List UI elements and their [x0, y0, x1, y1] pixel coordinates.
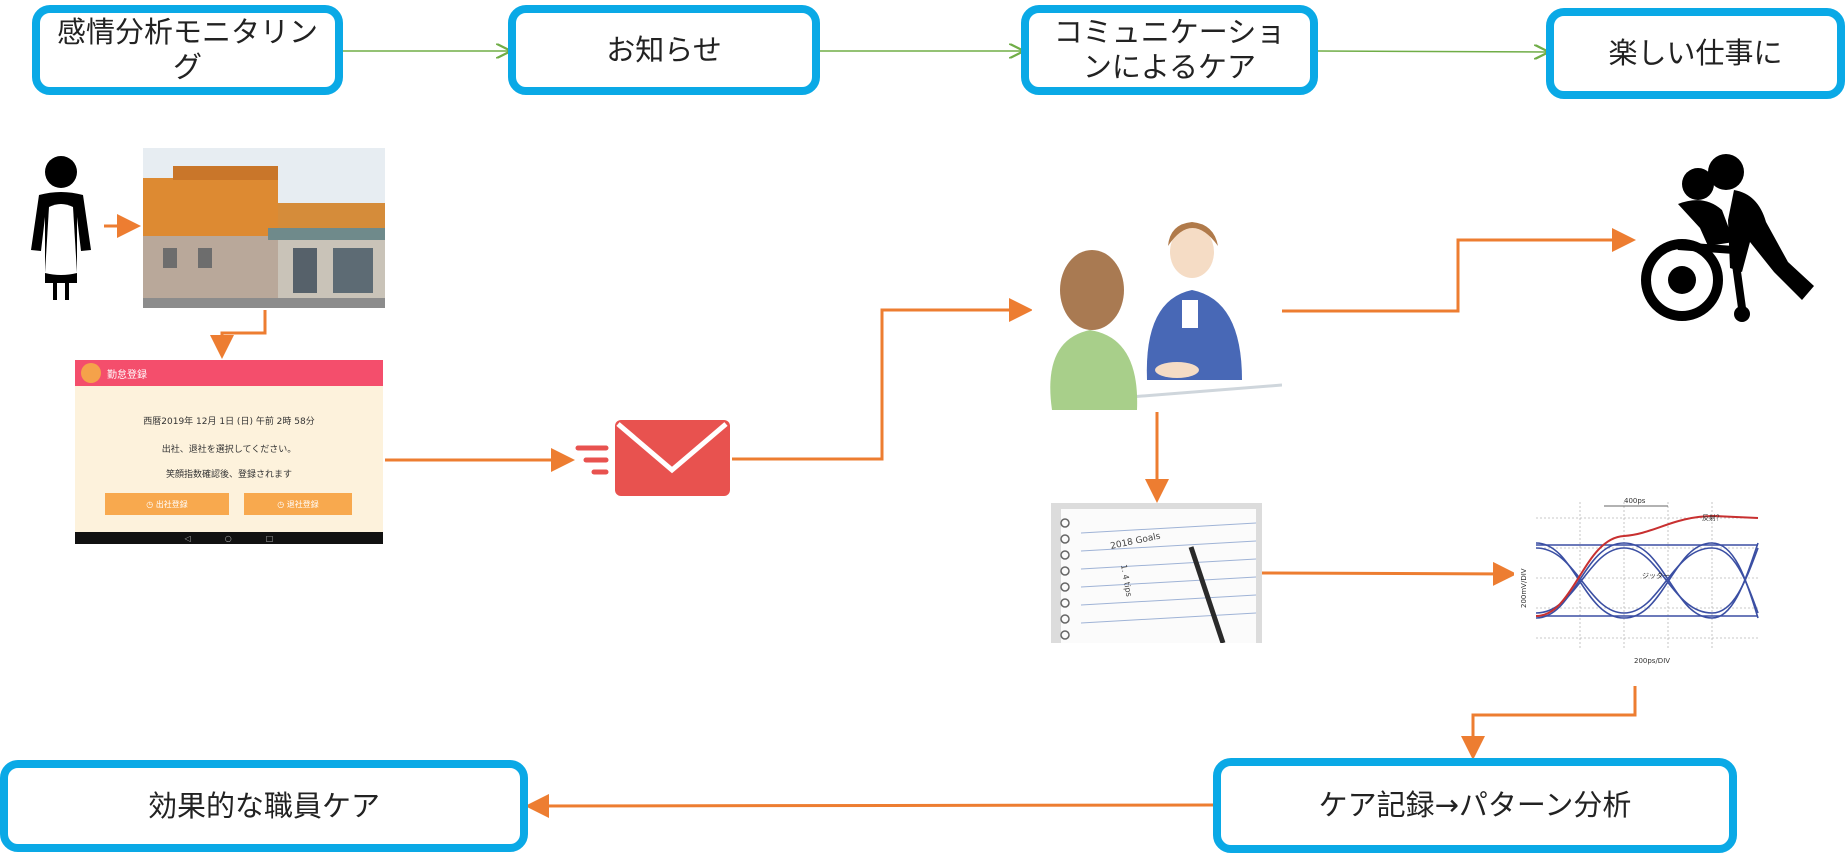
step-label: お知らせ	[606, 32, 722, 67]
arrow-counseling-to-wheelchair	[1280, 228, 1636, 313]
eye-x-label: 200ps/DIV	[1634, 657, 1670, 665]
phone-title-bar: 勤怠登録	[75, 360, 383, 386]
eye-y-label: 200mV/DIV	[1520, 568, 1528, 608]
phone-title: 勤怠登録	[107, 369, 147, 381]
clock-out-button[interactable]: ◷ 退社登録	[244, 493, 352, 515]
step-box-staff-care: 効果的な職員ケア	[0, 760, 528, 852]
step-box-communication-care: コミュニケーションによるケア	[1021, 5, 1318, 95]
step-label: 感情分析モニタリング	[56, 15, 318, 84]
eye-top-label: 400ps	[1624, 497, 1646, 505]
step-label: 楽しい仕事に	[1608, 36, 1783, 71]
home-nav-icon[interactable]: ○	[224, 533, 232, 543]
eye-diagram-chart: 400ps 反射？ ジッター 200ps/DIV 200mV/DIV	[1514, 488, 1766, 686]
counseling-illustration	[1032, 210, 1282, 410]
arrow-building-to-phone	[210, 310, 267, 359]
mail-icon	[575, 420, 730, 496]
arrow-chart-to-pattern	[1461, 685, 1637, 760]
step-box-emotion-monitoring: 感情分析モニタリング	[32, 5, 343, 95]
eye-reflection-label: 反射？	[1702, 513, 1723, 522]
notebook-photo: 2018 Goals 1. 4 tips	[1051, 503, 1262, 643]
clock-icon: ◷	[277, 499, 287, 509]
phone-note: 笑顔指数確認後、登録されます	[165, 470, 292, 480]
phone-nav-bar: ◁ ○ □	[75, 532, 383, 544]
step-label: 効果的な職員ケア	[147, 788, 380, 823]
attendance-phone-screen: 勤怠登録 西暦2019年 12月 1日 (日) 午前 2時 58分 出社、退社を…	[75, 360, 383, 544]
clock-in-button[interactable]: ◷ 出社登録	[105, 493, 229, 515]
step-box-enjoyable-work: 楽しい仕事に	[1546, 8, 1845, 99]
recent-nav-icon[interactable]: □	[265, 533, 274, 543]
worker-apron-icon	[31, 156, 91, 300]
phone-instruction: 出社、退社を選択してください。	[161, 445, 297, 455]
arrow-top-3	[1317, 51, 1546, 52]
step-label: コミュニケーションによるケア	[1053, 15, 1286, 84]
step-box-pattern-analysis: ケア記録→パターン分析	[1213, 758, 1737, 853]
wheelchair-care-icon	[1641, 154, 1814, 322]
eye-jitter-label: ジッター	[1642, 571, 1670, 580]
phone-datetime: 西暦2019年 12月 1日 (日) 午前 2時 58分	[143, 417, 315, 427]
step-box-notification: お知らせ	[508, 5, 820, 95]
clock-in-label: 出社登録	[155, 499, 188, 509]
back-nav-icon[interactable]: ◁	[184, 533, 191, 543]
clock-icon: ◷	[146, 499, 156, 509]
cat-avatar-icon	[81, 363, 101, 383]
arrow-mail-to-counseling	[732, 298, 1033, 461]
clock-out-label: 退社登録	[286, 499, 319, 509]
arrow-notebook-to-chart	[1261, 561, 1517, 586]
building-photo	[143, 148, 385, 308]
arrow-pattern-to-staffcare	[525, 793, 1214, 818]
step-label: ケア記録→パターン分析	[1318, 788, 1632, 823]
